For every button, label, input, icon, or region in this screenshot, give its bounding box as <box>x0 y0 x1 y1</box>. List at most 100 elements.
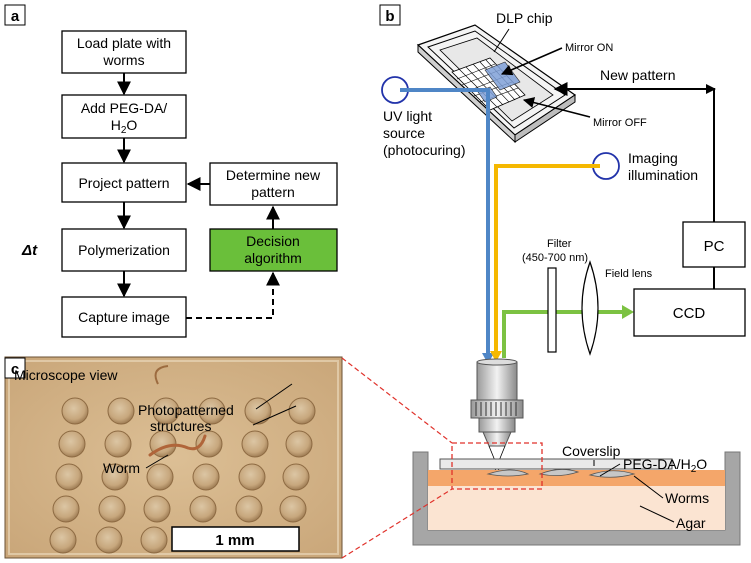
capture-image-label: Capture image <box>78 309 170 325</box>
worms-label: Worms <box>665 490 709 506</box>
ccd-label: CCD <box>673 305 706 322</box>
panel-a: a Load plate with worms Add PEG-DA/ H2O … <box>4 4 338 338</box>
filter-element <box>547 267 557 353</box>
photopatterned-well <box>49 526 77 554</box>
panel-b-label-box <box>379 4 401 26</box>
dlp-chip-label: DLP chip <box>496 10 553 26</box>
determine-pattern-line1: Determine new <box>226 167 321 183</box>
photopatterned-leader-2 <box>252 405 297 426</box>
photopatterned-line2: structures <box>150 418 211 434</box>
load-plate-box <box>61 30 187 74</box>
photopatterned-well <box>279 495 307 523</box>
scale-bar-box <box>171 526 300 552</box>
panel-c: c Microscope view Photopatterned structu… <box>4 356 343 559</box>
photopatterned-well <box>235 495 263 523</box>
dlp-chip <box>416 24 577 144</box>
illumination-line1: Imaging <box>628 150 678 166</box>
delta-t-label: Δt <box>21 242 38 259</box>
photopatterned-well <box>241 430 269 458</box>
zoom-connector-bottom <box>341 488 453 559</box>
coverslip <box>439 458 673 470</box>
new-pattern-arrowhead-right <box>706 84 716 94</box>
decision-algorithm-line2: algorithm <box>244 250 302 266</box>
determine-pattern-line2: pattern <box>251 184 295 200</box>
uv-source-line2: source <box>383 125 425 141</box>
photopatterned-well <box>104 430 132 458</box>
ccd-box <box>633 288 746 337</box>
worm-label: Worm <box>103 460 140 476</box>
photopatterned-well <box>146 463 174 491</box>
pc-label: PC <box>704 238 725 255</box>
polymerization-box <box>61 228 187 272</box>
photopatterned-well <box>143 495 171 523</box>
worm-track <box>154 365 169 385</box>
field-lens-element <box>581 260 599 356</box>
project-pattern-label: Project pattern <box>78 175 169 191</box>
agar-layer <box>428 486 725 530</box>
pc-box <box>682 221 746 268</box>
photopatterned-line1: Photopatterned <box>138 402 234 418</box>
photopatterned-well <box>282 463 310 491</box>
worm-shape <box>538 469 580 476</box>
worm-in-view <box>148 434 207 457</box>
objective-lens <box>470 358 524 447</box>
uv-source-line1: UV light <box>383 108 432 124</box>
mirror-on-label: Mirror ON <box>565 42 613 54</box>
panel-c-label-box <box>4 357 26 379</box>
photopatterned-well <box>198 397 226 425</box>
field-lens-label: Field lens <box>605 268 653 280</box>
photopatterned-well <box>58 430 86 458</box>
uv-beam-arrowhead <box>482 353 494 364</box>
photopatterned-well <box>195 430 223 458</box>
mirror-off-label: Mirror OFF <box>593 117 647 129</box>
photopatterned-well <box>55 463 83 491</box>
coverslip-label: Coverslip <box>562 443 621 459</box>
panel-c-label: c <box>11 361 19 378</box>
photopatterned-well <box>288 397 316 425</box>
uv-source-line3: (photocuring) <box>383 142 466 158</box>
photopatterned-well <box>285 430 313 458</box>
mirror-on-pointer <box>500 47 563 76</box>
photopatterned-well <box>244 397 272 425</box>
photopatterned-well <box>52 495 80 523</box>
photopatterned-well <box>107 397 135 425</box>
illumination-line2: illumination <box>628 167 698 183</box>
photopatterned-well <box>101 463 129 491</box>
filter-line1: Filter <box>547 238 572 250</box>
photopatterned-well <box>140 526 168 554</box>
microscope-view-title: Microscope view <box>14 367 118 383</box>
illumination-beam <box>494 164 600 358</box>
agar-label: Agar <box>676 515 706 531</box>
filter-line2: (450-700 nm) <box>522 252 588 264</box>
decision-algorithm-box <box>209 228 338 272</box>
illumination-arrowhead <box>490 351 502 362</box>
photopatterned-well <box>189 495 217 523</box>
load-plate-line1: Load plate with <box>77 35 171 51</box>
uv-beam <box>400 88 490 360</box>
panel-a-label-box <box>4 4 26 26</box>
photopatterned-well <box>238 463 266 491</box>
load-plate-line2: worms <box>102 52 144 68</box>
photopatterned-well <box>98 495 126 523</box>
photopatterned-well <box>61 397 89 425</box>
panel-a-label: a <box>11 8 20 25</box>
mirror-off-pointer <box>522 97 591 118</box>
photopatterned-well <box>192 463 220 491</box>
imaging-beam <box>502 310 626 358</box>
zoom-region-box <box>451 442 543 490</box>
add-pegda-line2: H2O <box>111 117 138 136</box>
panel-b-label: b <box>385 8 394 25</box>
add-pegda-line1: Add PEG-DA/ <box>81 100 167 116</box>
imaging-arrowhead <box>622 305 634 319</box>
microscope-photo <box>4 356 343 559</box>
mirror-on-cells <box>484 61 521 91</box>
dlp-chip-leader <box>493 28 510 53</box>
scale-bar-label: 1 mm <box>215 532 254 549</box>
worm-shape <box>486 469 530 477</box>
panel-b: b DLP chip <box>379 4 746 546</box>
photopatterned-leader-1 <box>255 383 293 410</box>
zoom-connector-top <box>341 357 453 444</box>
worm-leader <box>145 454 169 469</box>
photopatterned-well <box>95 526 123 554</box>
